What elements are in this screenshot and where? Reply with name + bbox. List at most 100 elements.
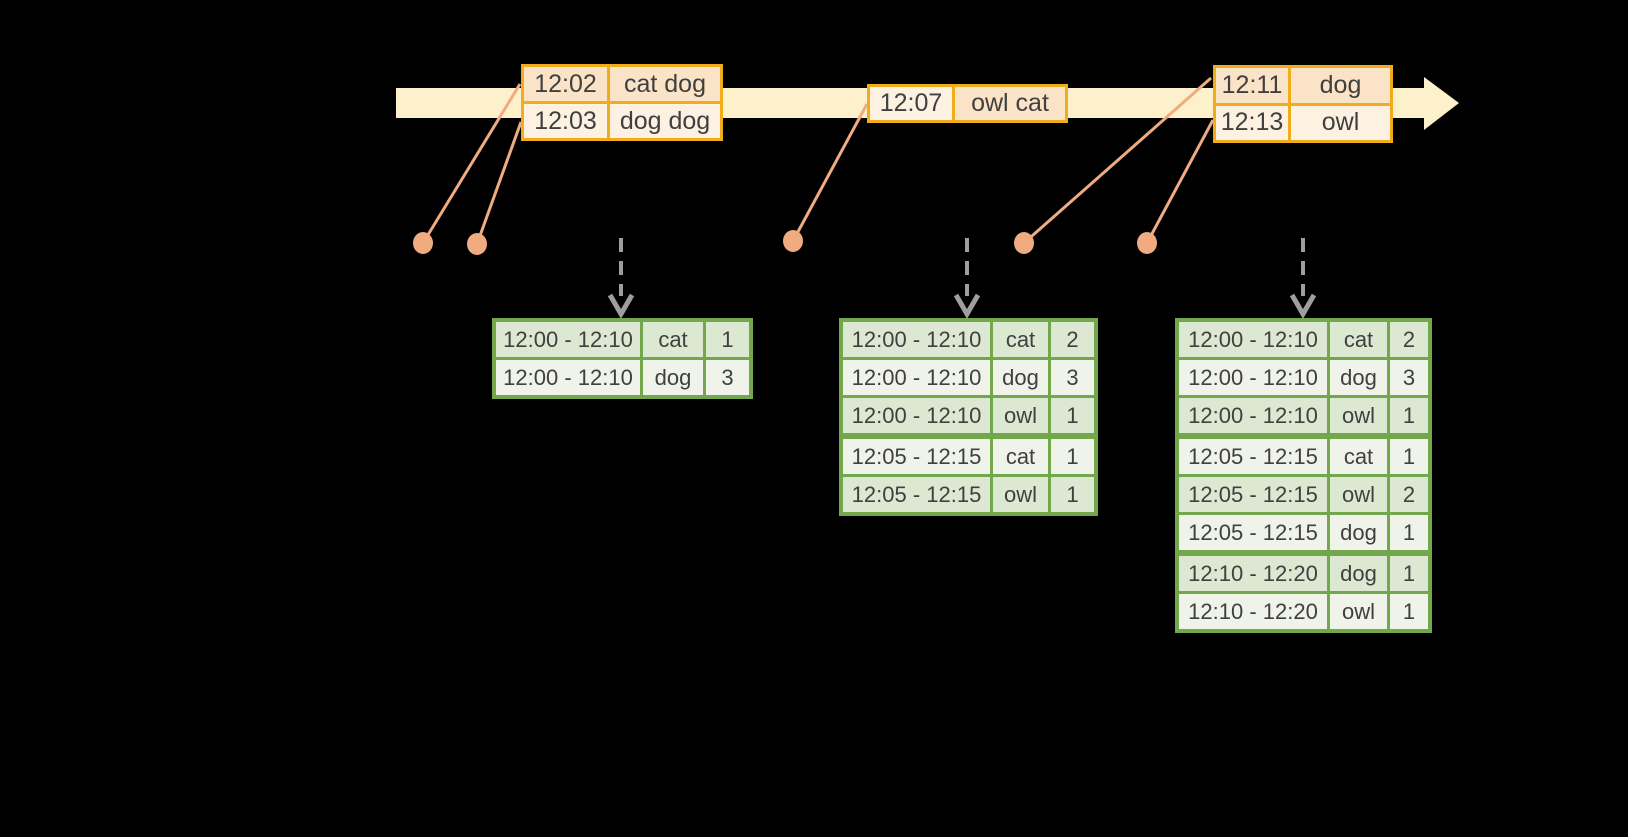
- window-group: 12:05 - 12:15 cat 1 12:05 - 12:15 owl 2 …: [1179, 439, 1428, 550]
- result-count: 3: [1051, 360, 1094, 395]
- result-row: 12:00 - 12:10 dog 3: [1179, 360, 1428, 395]
- result-count: 1: [1390, 594, 1428, 629]
- result-row: 12:05 - 12:15 cat 1: [843, 439, 1094, 474]
- result-count: 1: [1390, 556, 1428, 591]
- result-row: 12:10 - 12:20 owl 1: [1179, 594, 1428, 629]
- result-window: 12:05 - 12:15: [1179, 515, 1327, 550]
- event-connector-line: [1145, 119, 1215, 244]
- result-word: owl: [993, 398, 1048, 433]
- result-word: dog: [643, 360, 703, 395]
- event-words: dog dog: [610, 104, 720, 138]
- result-window: 12:00 - 12:10: [843, 322, 990, 357]
- result-count: 1: [1390, 439, 1428, 474]
- result-word: dog: [993, 360, 1048, 395]
- event-time: 12:13: [1216, 105, 1288, 140]
- result-word: dog: [1330, 556, 1387, 591]
- result-row: 12:00 - 12:10 cat 2: [843, 322, 1094, 357]
- event-words: dog: [1291, 68, 1390, 103]
- result-count: 2: [1390, 477, 1428, 512]
- result-word: owl: [1330, 594, 1387, 629]
- result-row: 12:05 - 12:15 owl 1: [843, 477, 1094, 512]
- event-time: 12:07: [870, 87, 952, 120]
- trigger-arrows: [607, 238, 1317, 319]
- event-time: 12:02: [524, 67, 607, 101]
- result-word: cat: [993, 322, 1048, 357]
- event-table-3: 12:11 dog 12:13 owl: [1213, 65, 1393, 143]
- result-word: owl: [1330, 398, 1387, 433]
- result-count: 3: [706, 360, 749, 395]
- event-time: 12:11: [1216, 68, 1288, 103]
- event-words: cat dog: [610, 67, 720, 101]
- result-window: 12:00 - 12:10: [1179, 398, 1327, 433]
- event-connector-line: [421, 83, 522, 244]
- result-table-3: 12:00 - 12:10 cat 2 12:00 - 12:10 dog 3 …: [1175, 318, 1432, 633]
- result-window: 12:00 - 12:10: [843, 360, 990, 395]
- result-window: 12:00 - 12:10: [1179, 360, 1327, 395]
- event-row: 12:13 owl: [1216, 105, 1390, 140]
- result-count: 3: [1390, 360, 1428, 395]
- result-window: 12:00 - 12:10: [496, 322, 640, 357]
- result-count: 1: [1051, 477, 1094, 512]
- event-dots: [413, 230, 1157, 255]
- trigger-arrow-icon: [607, 238, 635, 319]
- result-count: 2: [1051, 322, 1094, 357]
- event-table-2: 12:07 owl cat: [867, 84, 1068, 123]
- result-word: dog: [1330, 360, 1387, 395]
- trigger-arrow-icon: [953, 238, 981, 319]
- event-row: 12:03 dog dog: [524, 104, 720, 138]
- result-row: 12:00 - 12:10 dog 3: [496, 360, 749, 395]
- result-window: 12:00 - 12:10: [1179, 322, 1327, 357]
- result-window: 12:05 - 12:15: [1179, 477, 1327, 512]
- result-row: 12:10 - 12:20 dog 1: [1179, 556, 1428, 591]
- event-connector-lines: [421, 76, 1215, 245]
- result-row: 12:05 - 12:15 owl 2: [1179, 477, 1428, 512]
- result-window: 12:00 - 12:10: [496, 360, 640, 395]
- result-word: cat: [643, 322, 703, 357]
- result-window: 12:05 - 12:15: [1179, 439, 1327, 474]
- event-words: owl cat: [955, 87, 1065, 120]
- event-dot: [783, 230, 803, 252]
- result-window: 12:10 - 12:20: [1179, 556, 1327, 591]
- event-dot: [1014, 232, 1034, 254]
- result-count: 1: [1390, 515, 1428, 550]
- result-window: 12:05 - 12:15: [843, 477, 990, 512]
- result-window: 12:10 - 12:20: [1179, 594, 1327, 629]
- result-row: 12:00 - 12:10 owl 1: [843, 398, 1094, 433]
- result-count: 1: [1051, 439, 1094, 474]
- event-row: 12:02 cat dog: [524, 67, 720, 101]
- result-word: owl: [993, 477, 1048, 512]
- result-count: 1: [1390, 398, 1428, 433]
- result-row: 12:05 - 12:15 dog 1: [1179, 515, 1428, 550]
- result-count: 2: [1390, 322, 1428, 357]
- result-word: owl: [1330, 477, 1387, 512]
- event-row: 12:07 owl cat: [870, 87, 1065, 120]
- result-count: 1: [706, 322, 749, 357]
- result-row: 12:00 - 12:10 cat 1: [496, 322, 749, 357]
- timeline-arrowhead-icon: [1424, 77, 1459, 130]
- result-window: 12:00 - 12:10: [843, 398, 990, 433]
- event-dot: [1137, 232, 1157, 254]
- result-word: cat: [1330, 439, 1387, 474]
- window-group: 12:05 - 12:15 cat 1 12:05 - 12:15 owl 1: [843, 439, 1094, 512]
- window-group: 12:00 - 12:10 cat 1 12:00 - 12:10 dog 3: [496, 322, 749, 395]
- window-group: 12:00 - 12:10 cat 2 12:00 - 12:10 dog 3 …: [1179, 322, 1428, 433]
- result-table-2: 12:00 - 12:10 cat 2 12:00 - 12:10 dog 3 …: [839, 318, 1098, 516]
- window-group: 12:10 - 12:20 dog 1 12:10 - 12:20 owl 1: [1179, 556, 1428, 629]
- event-dot: [467, 233, 487, 255]
- event-time: 12:03: [524, 104, 607, 138]
- event-table-1: 12:02 cat dog 12:03 dog dog: [521, 64, 723, 141]
- result-word: dog: [1330, 515, 1387, 550]
- result-window: 12:05 - 12:15: [843, 439, 990, 474]
- result-row: 12:05 - 12:15 cat 1: [1179, 439, 1428, 474]
- result-word: cat: [1330, 322, 1387, 357]
- result-word: cat: [993, 439, 1048, 474]
- event-connector-line: [475, 121, 523, 245]
- result-row: 12:00 - 12:10 cat 2: [1179, 322, 1428, 357]
- event-connector-line: [791, 103, 869, 242]
- trigger-arrow-icon: [1289, 238, 1317, 319]
- event-connector-line: [1023, 76, 1212, 245]
- event-dot: [413, 232, 433, 254]
- result-table-1: 12:00 - 12:10 cat 1 12:00 - 12:10 dog 3: [492, 318, 753, 399]
- window-group: 12:00 - 12:10 cat 2 12:00 - 12:10 dog 3 …: [843, 322, 1094, 433]
